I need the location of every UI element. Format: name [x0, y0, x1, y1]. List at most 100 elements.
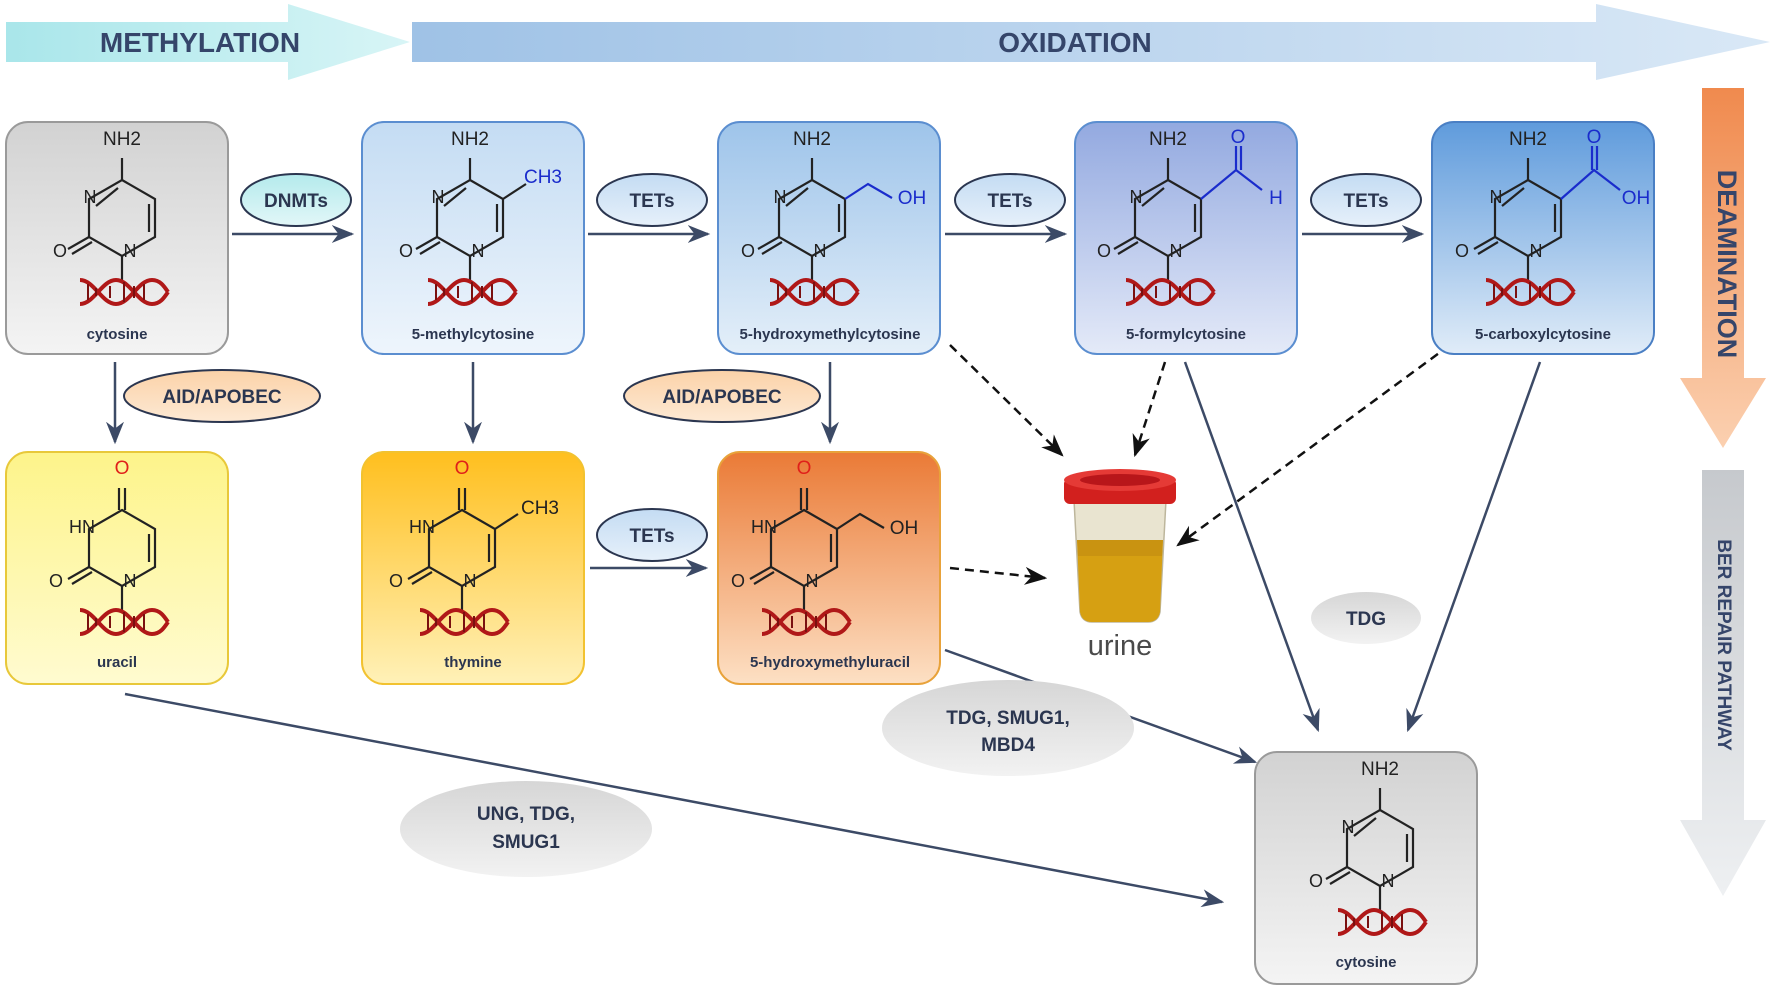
cytosine-repaired-label: cytosine [1336, 954, 1397, 971]
molecule-5-carboxylcytosine: NH2 O OH N O N 5-carboxylcytosine [1431, 121, 1655, 355]
svg-text:TETs: TETs [629, 526, 674, 547]
n1-label: N [464, 571, 477, 591]
o2-label: O [1309, 871, 1323, 891]
deamination-banner: DEAMINATION [1680, 88, 1766, 448]
nh2-label: NH2 [451, 129, 489, 150]
enzyme-tets-3: TETs [1310, 173, 1422, 227]
n1-label: N [1530, 241, 1543, 261]
svg-text:MBD4: MBD4 [981, 735, 1035, 756]
n1-label: N [1382, 871, 1395, 891]
5-formylcytosine-label: 5-formylcytosine [1126, 326, 1246, 343]
enzyme-aid-apobec-1: AID/APOBEC [123, 369, 321, 423]
enzyme-tets-1: TETs [596, 173, 708, 227]
ch3-label: CH3 [521, 498, 559, 519]
n3-label: N [1130, 187, 1143, 207]
enzyme-ung-tdg-smug1: UNG, TDG, SMUG1 [400, 781, 652, 877]
h-label: H [1269, 188, 1283, 209]
5-methylcytosine-label: 5-methylcytosine [412, 326, 535, 343]
n3-label: N [774, 187, 787, 207]
enzyme-tets-4: TETs [596, 508, 708, 562]
o2-label: O [49, 571, 63, 591]
cytosine-label: cytosine [87, 326, 148, 343]
enzyme-tets-2: TETs [954, 173, 1066, 227]
oh-label: OH [890, 518, 919, 539]
dashed-arrows [949, 343, 1451, 585]
methylation-banner: METHYLATION [6, 4, 410, 80]
oxidation-banner: OXIDATION [412, 4, 1770, 80]
dashed-arrow-5fc-to-urine [1132, 361, 1167, 458]
thymine-label: thymine [444, 654, 502, 671]
dashed-arrow-5cac-to-urine [1176, 343, 1451, 547]
oh-label: OH [898, 188, 927, 209]
arrow-5fc-to-cytosine [1183, 361, 1320, 733]
o2-label: O [399, 241, 413, 261]
svg-text:TDG: TDG [1346, 609, 1386, 630]
nh2-label: NH2 [103, 129, 141, 150]
molecule-5-methylcytosine: NH2 CH3 N O N 5-methylcytosine [361, 121, 585, 355]
enzyme-tdg: TDG [1311, 592, 1421, 644]
n1-label: N [472, 241, 485, 261]
o2-label: O [389, 571, 403, 591]
ber-label: BER REPAIR PATHWAY [1713, 539, 1734, 751]
n1-label: N [124, 571, 137, 591]
deamination-label: DEAMINATION [1712, 170, 1742, 359]
svg-text:TETs: TETs [1343, 191, 1388, 212]
urine-label: urine [1088, 630, 1153, 662]
svg-text:TDG, SMUG1,: TDG, SMUG1, [946, 708, 1070, 729]
oxidation-label: OXIDATION [998, 27, 1151, 58]
uracil-label: uracil [97, 654, 137, 671]
nh2-label: NH2 [1509, 129, 1547, 150]
arrow-uracil-to-cytosine [124, 692, 1225, 908]
ch3-label: CH3 [524, 167, 562, 188]
n3-label: N [1342, 817, 1355, 837]
o2-label: O [731, 571, 745, 591]
n3-label: N [1490, 187, 1503, 207]
arrow-5cac-to-cytosine [1406, 361, 1542, 733]
n1-label: N [806, 571, 819, 591]
o2-label: O [1455, 241, 1469, 261]
arrows [106, 225, 1542, 908]
molecule-cytosine: NH2 N O N cytosine [5, 121, 229, 355]
molecule-5-hydroxymethylcytosine: NH2 OH N O N 5-hydroxymethylcytosine [717, 121, 941, 355]
dashed-arrow-5hmc-to-urine [949, 344, 1064, 457]
n1-label: N [124, 241, 137, 261]
n3-label: N [84, 187, 97, 207]
svg-text:SMUG1: SMUG1 [492, 832, 560, 853]
methylation-label: METHYLATION [100, 27, 300, 58]
o2-label: O [741, 241, 755, 261]
5-hydroxymethyluracil-label: 5-hydroxymethyluracil [750, 654, 910, 671]
svg-text:AID/APOBEC: AID/APOBEC [162, 387, 282, 408]
5-hydroxymethylcytosine-label: 5-hydroxymethylcytosine [740, 326, 921, 343]
nh2-label: NH2 [793, 129, 831, 150]
enzyme-tdg-smug1-mbd4: TDG, SMUG1, MBD4 [882, 680, 1134, 776]
enzyme-dnmts: DNMTs [240, 173, 352, 227]
molecule-uracil: O HN O N uracil [5, 451, 229, 685]
n1-label: N [814, 241, 827, 261]
5-carboxylcytosine-label: 5-carboxylcytosine [1475, 326, 1611, 343]
o4-label: O [455, 458, 470, 479]
molecule-cytosine-repaired: NH2 N O N cytosine [1254, 751, 1478, 985]
o2-label: O [1097, 241, 1111, 261]
nh2-label: NH2 [1149, 129, 1187, 150]
hn-label: HN [409, 517, 435, 537]
o4-label: O [115, 458, 130, 479]
oh-label: OH [1622, 188, 1651, 209]
dashed-arrow-5hmu-to-urine [949, 566, 1048, 585]
svg-text:DNMTs: DNMTs [264, 191, 328, 212]
o-aldehyde-label: O [1231, 127, 1246, 148]
ber-banner: BER REPAIR PATHWAY [1680, 470, 1766, 896]
urine-container: urine [1064, 469, 1176, 662]
hn-label: HN [69, 517, 95, 537]
nh2-label: NH2 [1361, 759, 1399, 780]
enzyme-aid-apobec-2: AID/APOBEC [623, 369, 821, 423]
n3-label: N [432, 187, 445, 207]
o-carboxyl-label: O [1587, 127, 1602, 148]
molecule-5-hydroxymethyluracil: O OH HN O N 5-hydroxymethyluracil [717, 451, 941, 685]
svg-text:UNG, TDG,: UNG, TDG, [477, 804, 575, 825]
svg-text:AID/APOBEC: AID/APOBEC [662, 387, 782, 408]
molecule-thymine: O CH3 HN O N thymine [361, 451, 585, 685]
o2-label: O [53, 241, 67, 261]
svg-text:TETs: TETs [987, 191, 1032, 212]
n1-label: N [1170, 241, 1183, 261]
